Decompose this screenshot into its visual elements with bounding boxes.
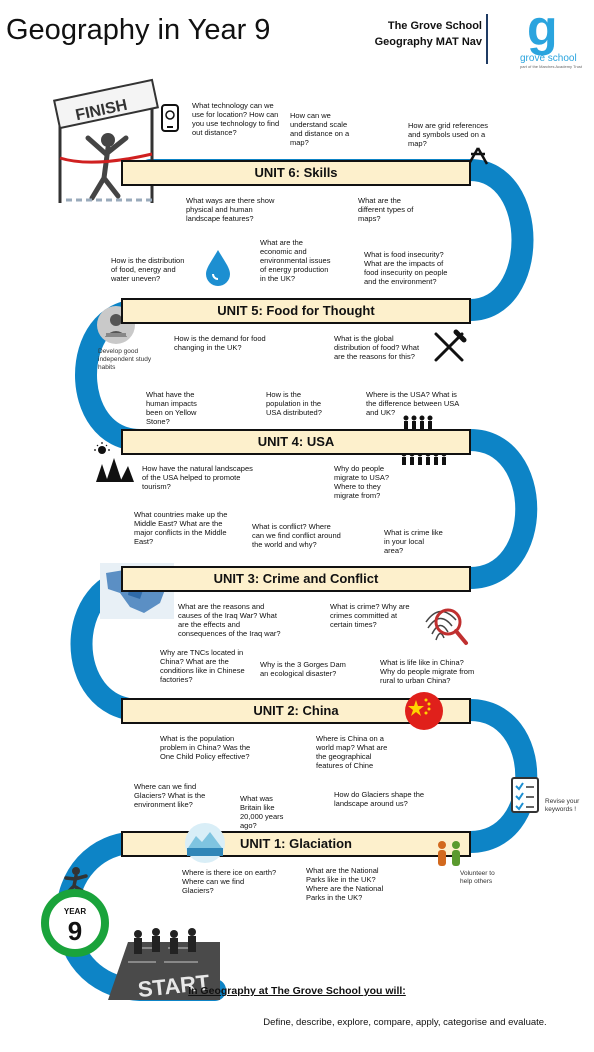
u1-q5: What are the National Parks like in the … <box>306 866 384 902</box>
volunteer-note: Volunteer to help others <box>460 870 495 885</box>
u2-q5: Where is China on a world map? What are … <box>316 734 388 770</box>
u4-q4: How have the natural landscapes of the U… <box>142 464 253 491</box>
u5-q4: How is the demand for food changing in t… <box>174 334 266 352</box>
unit-6-banner[interactable]: UNIT 6: Skills <box>121 160 471 186</box>
u1-q1: Where can we find Glaciers? What is the … <box>134 782 206 809</box>
header-divider <box>486 14 488 64</box>
water-drop-icon <box>206 250 230 286</box>
finish-line-icon: FINISH <box>52 78 160 203</box>
u3-q4: What are the reasons and causes of the I… <box>178 602 281 638</box>
u6-q2: How can we understand scale and distance… <box>290 111 350 147</box>
u2-q2: Why is the 3 Gorges Dam an ecological di… <box>260 660 346 678</box>
u6-q1: What technology can we use for location?… <box>192 101 280 137</box>
unit-4-banner[interactable]: UNIT 4: USA <box>121 429 471 455</box>
u2-q4: What is the population problem in China?… <box>160 734 251 761</box>
u1-q3: How do Glaciers shape the landscape arou… <box>334 790 425 808</box>
footer-heading: In Geography at The Grove School you wil… <box>188 985 406 997</box>
u3-q2: What is conflict? Where can we find conf… <box>252 522 341 549</box>
school-logo-text: grove school <box>520 53 577 64</box>
year-9-badge: YEAR 9 <box>41 889 109 957</box>
school-name: The Grove School <box>387 20 482 32</box>
school-name-block: The Grove School Geography MAT Nav <box>375 18 482 50</box>
phone-icon <box>161 104 179 132</box>
school-logo-subtext: part of the Marches Academy Trust <box>520 64 583 69</box>
u5-q2: What are the economic and environmental … <box>260 238 331 283</box>
china-flag-icon <box>405 692 443 730</box>
landscape-geyser-icon <box>94 442 134 482</box>
u6-q4: What ways are there show physical and hu… <box>186 196 275 223</box>
u4-q5: Why do people migrate to USA? Where to t… <box>334 464 390 500</box>
unit-5-banner[interactable]: UNIT 5: Food for Thought <box>121 298 471 324</box>
u4-q1: What have the human impacts been on Yell… <box>146 390 197 426</box>
u4-q2: How is the population in the USA distrib… <box>266 390 322 417</box>
u5-q1: How is the distribution of food, energy … <box>111 256 185 283</box>
fingerprint-magnifier-icon <box>425 608 468 645</box>
u2-q3: What is life like in China? Why do peopl… <box>380 658 475 685</box>
u5-q5: What is the global distribution of food?… <box>334 334 420 361</box>
u3-q3: What is crime like in your local area? <box>384 528 443 555</box>
u3-q5: What is crime? Why are crimes committed … <box>330 602 410 629</box>
u6-q5: What are the different types of maps? <box>358 196 414 223</box>
start-line-icon: START <box>108 928 220 1002</box>
study-habits-note: Develop good independent study habits <box>98 348 152 371</box>
u4-q3: Where is the USA? What is the difference… <box>366 390 459 417</box>
volunteer-people-icon <box>438 841 460 866</box>
school-logo: g <box>527 0 558 56</box>
u2-q1: Why are TNCs located in China? What are … <box>160 648 245 684</box>
unit-3-banner[interactable]: UNIT 3: Crime and Conflict <box>121 566 471 592</box>
year-number: 9 <box>68 916 82 946</box>
checklist-icon <box>511 777 539 813</box>
u6-q3: How are grid references and symbols used… <box>408 121 489 148</box>
mat-nav-label: Geography MAT Nav <box>374 36 482 48</box>
u3-q1: What countries make up the Middle East? … <box>134 510 228 546</box>
runner-icon <box>64 867 88 896</box>
glacier-icon <box>185 823 225 863</box>
footer-skills: Define, describe, explore, compare, appl… <box>263 1017 547 1028</box>
fork-knife-icon <box>434 329 467 362</box>
unit-1-banner[interactable]: UNIT 1: Glaciation <box>121 831 471 857</box>
revise-keywords-note: Revise your keywords ! <box>545 798 580 813</box>
page-title: Geography in Year 9 <box>6 14 271 46</box>
u5-q3: What is food insecurity? What are the im… <box>364 250 448 286</box>
u1-q4: Where is there ice on earth? Where can w… <box>182 868 277 895</box>
year-label: YEAR <box>64 907 86 916</box>
u1-q2: What was Britain like 20,000 years ago? <box>240 794 284 830</box>
